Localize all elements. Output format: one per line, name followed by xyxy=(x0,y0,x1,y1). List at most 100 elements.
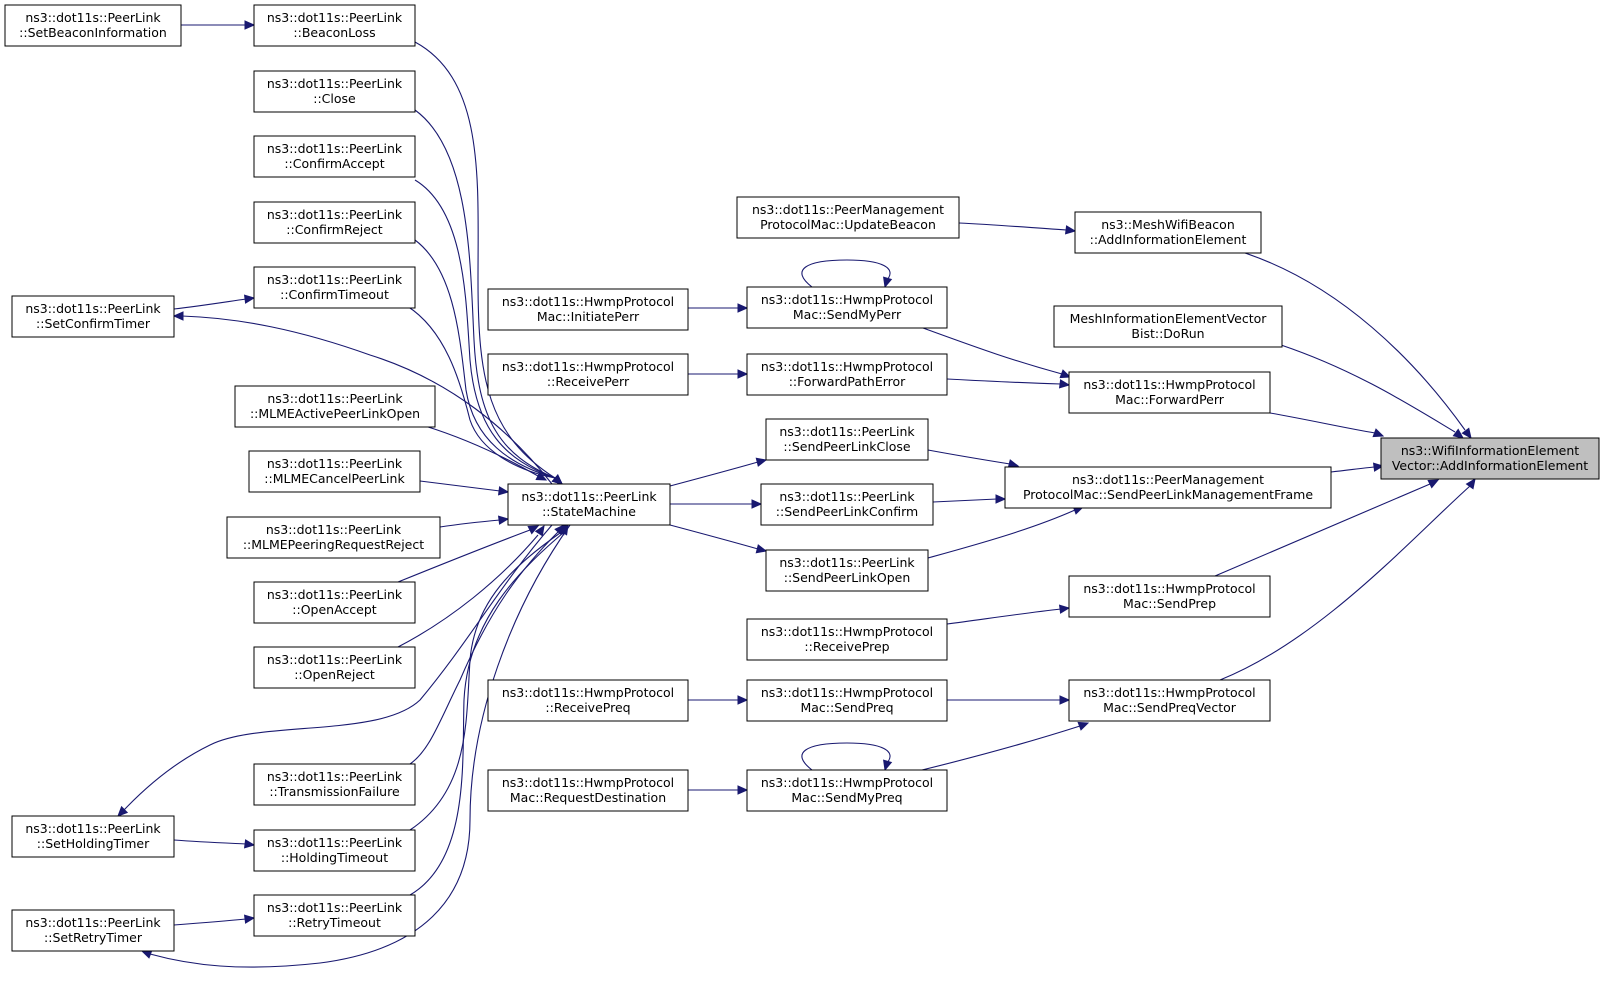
edge-initiate-perr-to-send-my-perr xyxy=(687,303,749,313)
node-forward-path-error[interactable]: ns3::dot11s::HwmpProtocol::ForwardPathEr… xyxy=(746,353,948,396)
node-box xyxy=(253,201,416,244)
node-send-plclose[interactable]: ns3::dot11s::PeerLink::SendPeerLinkClose xyxy=(765,418,929,461)
node-open-accept[interactable]: ns3::dot11s::PeerLink::OpenAccept xyxy=(253,581,416,624)
edge-send-plmf-to-target xyxy=(1330,462,1385,473)
node-set-beacon-info[interactable]: ns3::dot11s::PeerLink::SetBeaconInformat… xyxy=(4,4,182,47)
node-label-line: Mac::SendPrep xyxy=(1123,596,1216,611)
edge-line xyxy=(1219,485,1471,681)
node-label-line: ns3::dot11s::PeerLink xyxy=(267,76,403,91)
edge-arrowhead xyxy=(244,20,256,30)
edges-layer xyxy=(117,20,1476,968)
node-label-line: ns3::dot11s::PeerLink xyxy=(267,207,403,222)
edge-bist-do-run-to-target xyxy=(1280,344,1464,439)
node-label-line: ns3::dot11s::PeerLink xyxy=(25,821,161,836)
node-box xyxy=(234,385,436,428)
edge-arrowhead xyxy=(1465,477,1476,490)
node-label-line: ::Close xyxy=(313,91,356,106)
node-send-plconfirm[interactable]: ns3::dot11s::PeerLink::SendPeerLinkConfi… xyxy=(760,483,934,526)
edge-open-accept-to-state-machine xyxy=(397,525,540,583)
edge-line xyxy=(409,532,564,896)
edge-mesh-beacon-add-to-target xyxy=(1244,252,1472,439)
node-label-line: ns3::dot11s::HwmpProtocol xyxy=(761,685,933,700)
node-receive-prep[interactable]: ns3::dot11s::HwmpProtocol::ReceivePrep xyxy=(746,618,948,661)
node-label-line: ::SetConfirmTimer xyxy=(36,316,151,331)
edge-send-my-preq-to-send-my-preq xyxy=(801,742,893,772)
node-label-line: ns3::dot11s::PeerLink xyxy=(267,391,403,406)
node-retry-timeout[interactable]: ns3::dot11s::PeerLink::RetryTimeout xyxy=(253,894,416,937)
node-holding-timeout[interactable]: ns3::dot11s::PeerLink::HoldingTimeout xyxy=(253,829,416,872)
edge-arrowhead xyxy=(117,805,129,817)
edge-line xyxy=(173,298,247,310)
edge-line xyxy=(439,519,501,528)
node-confirm-timeout[interactable]: ns3::dot11s::PeerLink::ConfirmTimeout xyxy=(253,266,416,309)
node-box xyxy=(487,769,689,812)
edge-line xyxy=(173,918,247,926)
edge-line xyxy=(946,378,1062,385)
node-label-line: ::TransmissionFailure xyxy=(269,784,400,799)
node-label-line: ns3::WifiInformationElement xyxy=(1401,443,1579,458)
node-label-line: ns3::dot11s::HwmpProtocol xyxy=(502,685,674,700)
edge-send-plclose-to-send-plmf xyxy=(927,449,1020,469)
edge-retry-timeout-to-state-machine xyxy=(409,523,569,896)
node-label-line: ns3::dot11s::PeerLink xyxy=(25,301,161,316)
edge-arrowhead xyxy=(140,949,153,959)
node-label-line: ::StateMachine xyxy=(542,504,636,519)
node-label-line: ::ReceivePreq xyxy=(545,700,630,715)
node-label-line: ns3::dot11s::PeerLink xyxy=(267,10,403,25)
node-box xyxy=(765,418,929,461)
edge-arrowhead xyxy=(1452,428,1464,439)
node-box xyxy=(253,763,416,806)
node-mlme-cancel[interactable]: ns3::dot11s::PeerLink::MLMECancelPeerLin… xyxy=(248,450,421,493)
edge-arrowhead xyxy=(497,486,510,496)
edge-state-machine-to-send-plclose xyxy=(669,457,768,487)
edge-send-prep-to-target xyxy=(1214,479,1440,577)
node-initiate-perr[interactable]: ns3::dot11s::HwmpProtocolMac::InitiatePe… xyxy=(487,288,689,331)
node-target: ns3::WifiInformationElementVector::AddIn… xyxy=(1380,437,1600,480)
node-confirm-reject[interactable]: ns3::dot11s::PeerLink::ConfirmReject xyxy=(253,201,416,244)
edge-line xyxy=(397,529,531,583)
node-open-reject[interactable]: ns3::dot11s::PeerLink::OpenReject xyxy=(253,646,416,689)
node-state-machine[interactable]: ns3::dot11s::PeerLink::StateMachine xyxy=(507,483,671,526)
node-label-line: ns3::dot11s::HwmpProtocol xyxy=(502,775,674,790)
node-send-plopen[interactable]: ns3::dot11s::PeerLink::SendPeerLinkOpen xyxy=(765,549,929,592)
edge-state-machine-to-send-plopen xyxy=(669,524,768,554)
edge-line xyxy=(1280,344,1456,433)
node-set-retry-timer[interactable]: ns3::dot11s::PeerLink::SetRetryTimer xyxy=(11,909,175,952)
node-pmp-update-beacon[interactable]: ns3::dot11s::PeerManagementProtocolMac::… xyxy=(736,196,960,239)
node-send-preq-vector[interactable]: ns3::dot11s::HwmpProtocolMac::SendPreqVe… xyxy=(1068,679,1271,722)
node-mlme-peering-reject[interactable]: ns3::dot11s::PeerLink::MLMEPeeringReques… xyxy=(226,516,441,559)
node-label-line: Mac::SendMyPerr xyxy=(793,307,902,322)
node-mesh-beacon-add[interactable]: ns3::MeshWifiBeacon::AddInformationEleme… xyxy=(1074,211,1262,254)
node-mlme-active[interactable]: ns3::dot11s::PeerLink::MLMEActivePeerLin… xyxy=(234,385,436,428)
node-receive-preq[interactable]: ns3::dot11s::HwmpProtocol::ReceivePreq xyxy=(487,679,689,722)
edge-mlme-cancel-to-state-machine xyxy=(419,480,510,496)
edge-transmission-failure-to-state-machine xyxy=(409,524,565,765)
node-forward-perr[interactable]: ns3::dot11s::HwmpProtocolMac::ForwardPer… xyxy=(1068,371,1271,414)
node-box xyxy=(253,646,416,689)
edge-line xyxy=(1269,412,1376,434)
node-receive-perr[interactable]: ns3::dot11s::HwmpProtocol::ReceivePerr xyxy=(487,353,689,396)
node-beacon-loss[interactable]: ns3::dot11s::PeerLink::BeaconLoss xyxy=(253,4,416,47)
edge-line xyxy=(173,839,247,845)
edge-line xyxy=(801,742,891,771)
edge-arrowhead xyxy=(1058,379,1071,389)
node-set-confirm-timer[interactable]: ns3::dot11s::PeerLink::SetConfirmTimer xyxy=(11,295,175,338)
node-transmission-failure[interactable]: ns3::dot11s::PeerLink::TransmissionFailu… xyxy=(253,763,416,806)
node-box xyxy=(1053,305,1283,348)
node-confirm-accept[interactable]: ns3::dot11s::PeerLink::ConfirmAccept xyxy=(253,135,416,178)
node-label-line: ns3::dot11s::HwmpProtocol xyxy=(761,359,933,374)
node-request-destination[interactable]: ns3::dot11s::HwmpProtocolMac::RequestDes… xyxy=(487,769,689,812)
node-label-line: ns3::dot11s::PeerLink xyxy=(267,456,403,471)
node-send-plmf[interactable]: ns3::dot11s::PeerManagementProtocolMac::… xyxy=(1004,466,1332,509)
node-box xyxy=(248,450,421,493)
node-set-holding-timer[interactable]: ns3::dot11s::PeerLink::SetHoldingTimer xyxy=(11,815,175,858)
node-box xyxy=(746,769,948,812)
edge-receive-preq-to-send-preq xyxy=(688,695,749,705)
node-close[interactable]: ns3::dot11s::PeerLink::Close xyxy=(253,70,416,113)
node-box xyxy=(11,815,175,858)
